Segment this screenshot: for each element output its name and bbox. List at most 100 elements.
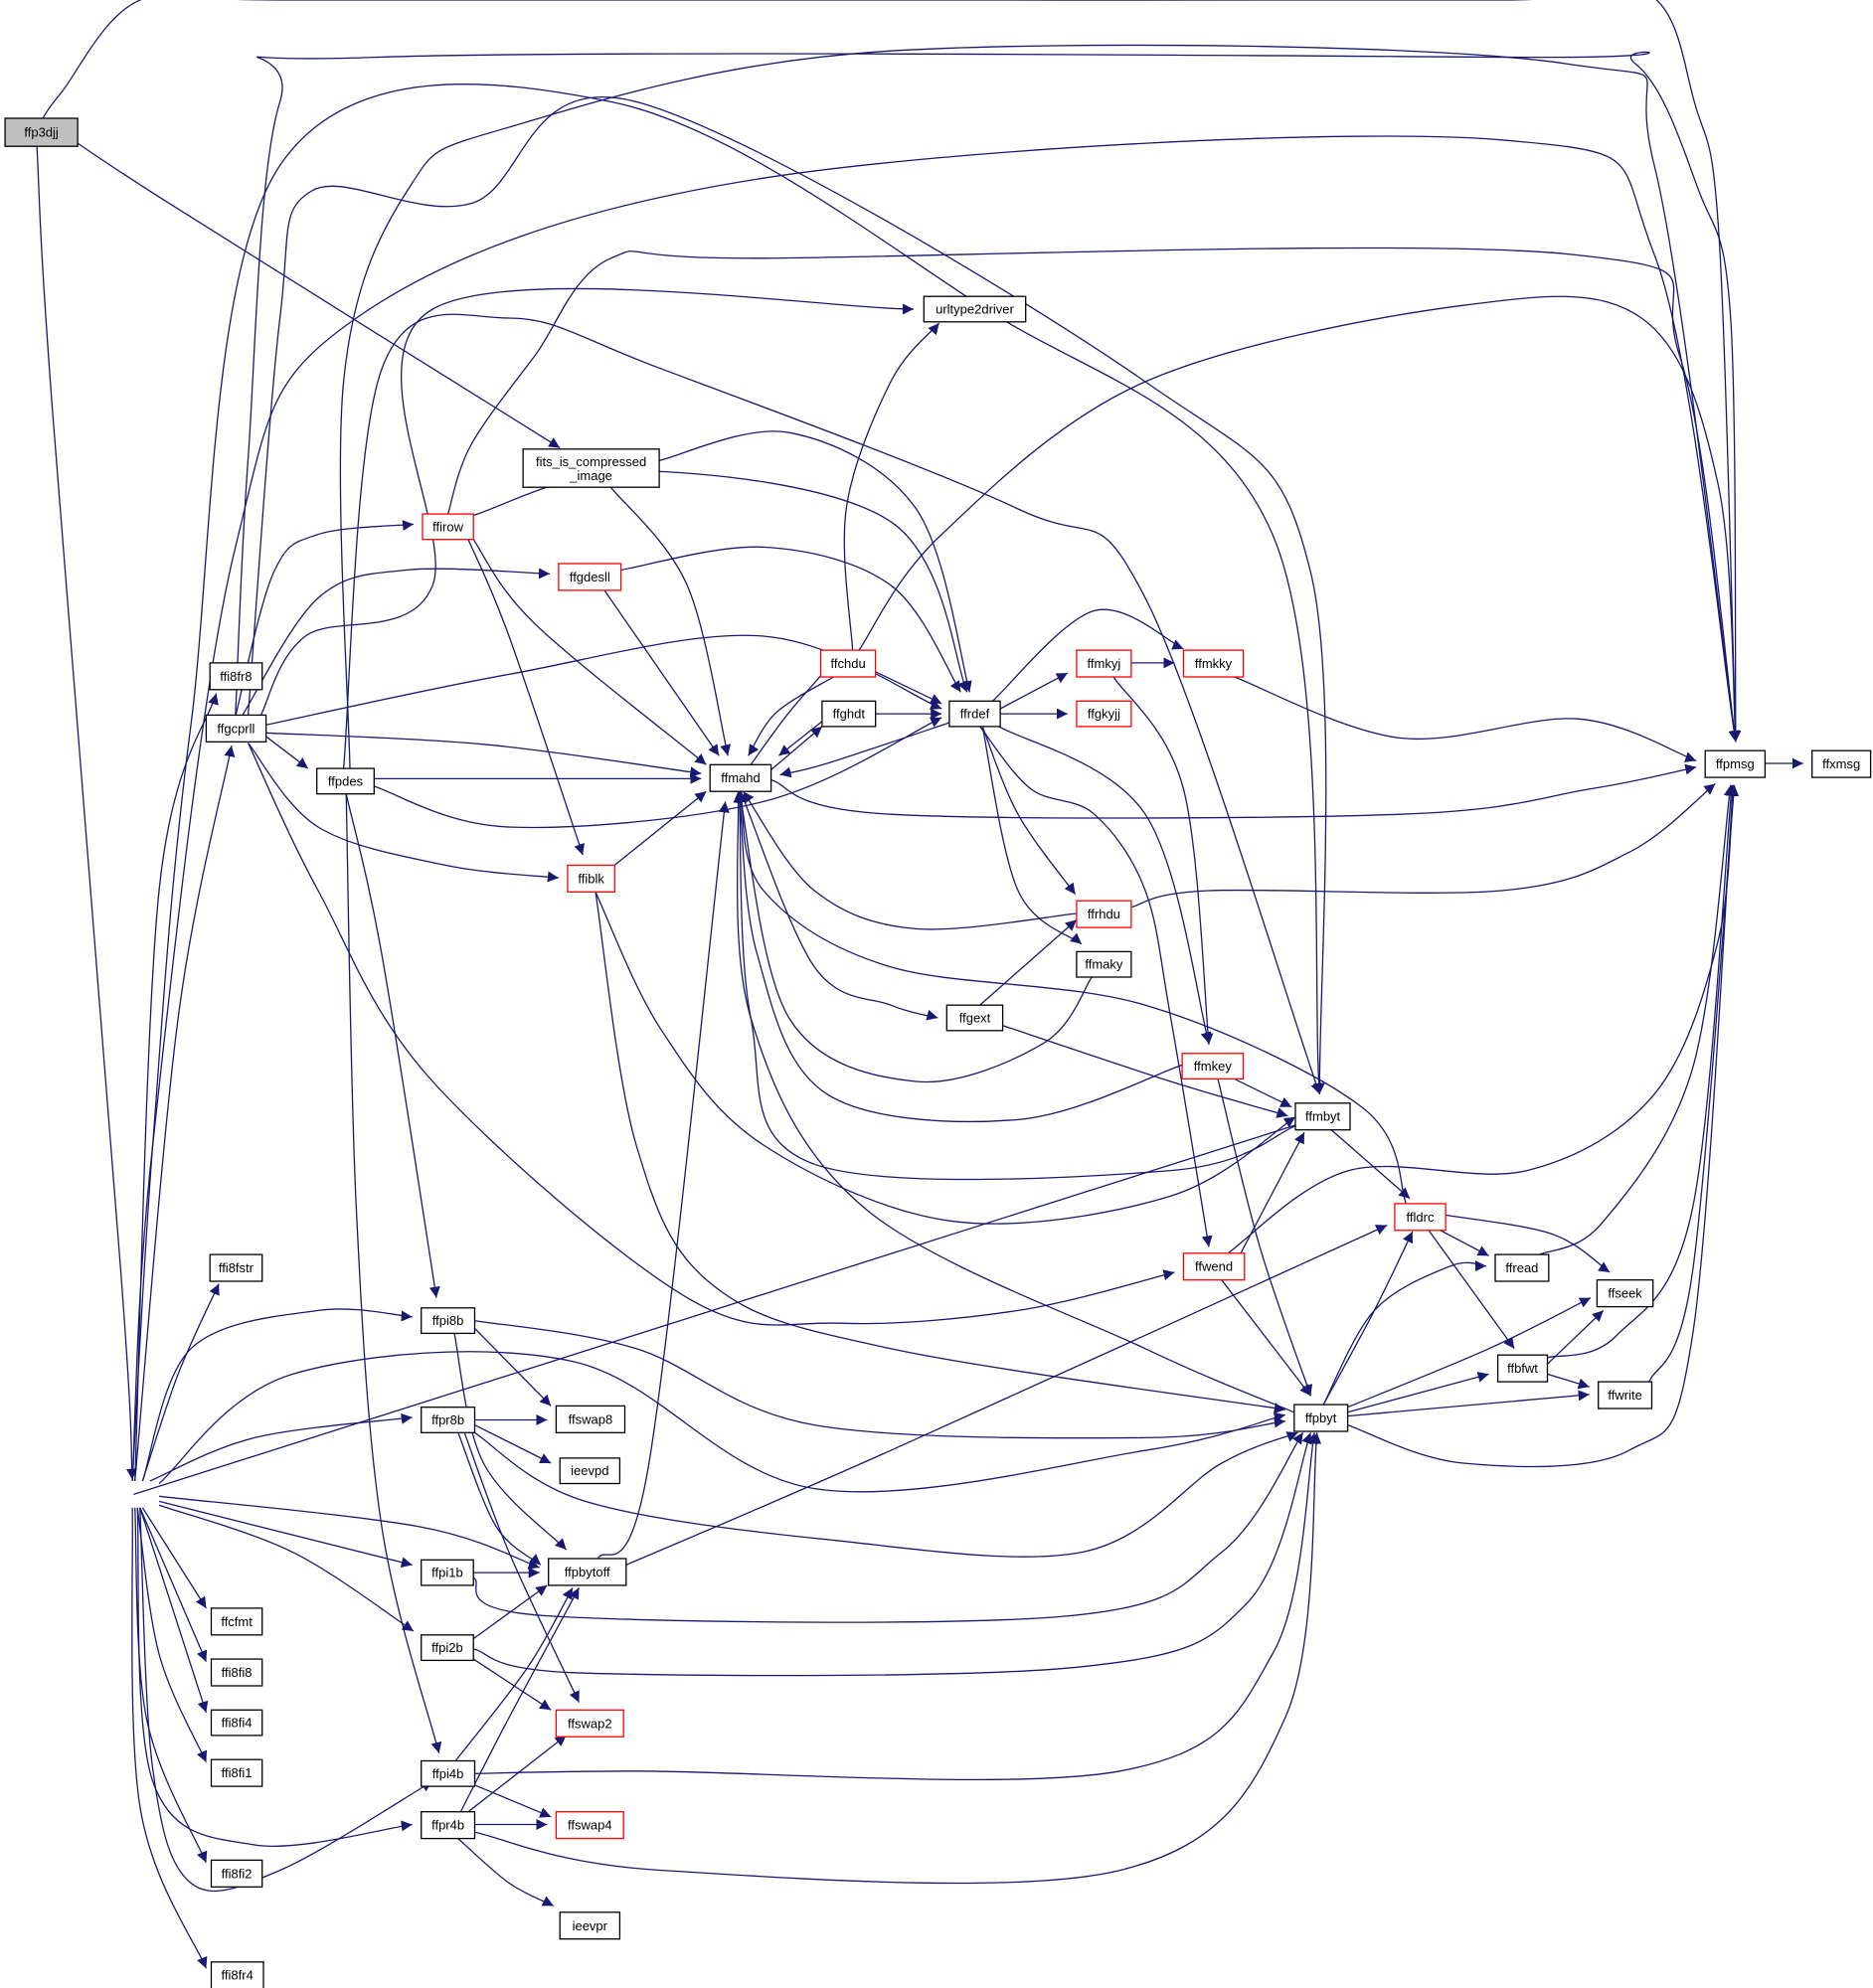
node-ffmkyj[interactable]: ffmkyj	[1076, 649, 1132, 678]
node-box-ffgext[interactable]	[945, 1004, 1004, 1032]
node-ffbfwt[interactable]: ffbfwt	[1496, 1354, 1549, 1383]
node-box-ffmkyj[interactable]	[1076, 649, 1132, 678]
node-box-ffgcprll[interactable]	[205, 714, 267, 743]
node-box-ffrhdu[interactable]	[1076, 900, 1132, 928]
edge-ffgcprll-to-ffwend	[248, 743, 1175, 1326]
node-box-ffxmsg[interactable]	[1811, 749, 1872, 778]
node-box-ffpdes[interactable]	[316, 767, 375, 795]
node-ffpr8b[interactable]: ffpr8b	[421, 1407, 476, 1433]
node-ffgkyjj[interactable]: ffgkyjj	[1076, 700, 1132, 728]
node-box-ffcfmt[interactable]	[210, 1607, 263, 1636]
node-ffiblk[interactable]: ffiblk	[567, 864, 615, 893]
node-ffi8fr8[interactable]: ffi8fr8	[209, 662, 263, 691]
node-box-ffghdt[interactable]	[821, 700, 877, 728]
node-ffi8fr4[interactable]: ffi8fr4	[210, 1961, 264, 1988]
node-box-ffmbyt[interactable]	[1294, 1102, 1351, 1131]
node-ffmbyt[interactable]: ffmbyt	[1294, 1102, 1351, 1131]
node-fits_is_compressed_image[interactable]: fits_is_compressed_image	[522, 448, 660, 488]
node-box-ffi8fi8[interactable]	[210, 1658, 263, 1687]
node-box-ffmahd[interactable]	[709, 763, 772, 792]
node-box-ffbfwt[interactable]	[1496, 1354, 1549, 1383]
node-ffpbyt[interactable]: ffpbyt	[1293, 1404, 1349, 1432]
node-ffi8fi2[interactable]: ffi8fi2	[210, 1859, 263, 1888]
node-ffxmsg[interactable]: ffxmsg	[1811, 749, 1872, 778]
node-box-ffpbytoff[interactable]	[548, 1558, 627, 1586]
node-ffgext[interactable]: ffgext	[945, 1004, 1004, 1032]
node-box-ffchdu[interactable]	[819, 649, 877, 678]
node-box-ffread[interactable]	[1494, 1253, 1550, 1282]
node-box-ffpi8b[interactable]	[421, 1307, 476, 1335]
node-ffseek[interactable]: ffseek	[1596, 1279, 1654, 1308]
node-box-ffirow[interactable]	[422, 513, 474, 541]
node-ffi8fi8[interactable]: ffi8fi8	[210, 1658, 263, 1687]
node-ffldrc[interactable]: ffldrc	[1394, 1203, 1447, 1232]
node-ffswap2[interactable]: ffswap2	[555, 1709, 624, 1738]
node-box-ffmkky[interactable]	[1182, 649, 1245, 678]
node-ffpi1b[interactable]: ffpi1b	[421, 1559, 474, 1586]
edge-ffpdes-to-ffpi4b	[345, 793, 442, 1753]
node-box-ffmaky[interactable]	[1076, 950, 1132, 978]
node-ffmkey[interactable]: ffmkey	[1181, 1053, 1245, 1080]
node-ieevpr[interactable]: ieevpr	[559, 1911, 621, 1940]
node-box-ffi8fstr[interactable]	[209, 1253, 263, 1282]
node-ffrdef[interactable]: ffrdef	[948, 700, 1001, 728]
node-box-ffiblk[interactable]	[567, 864, 615, 893]
node-box-ffswap4[interactable]	[555, 1811, 624, 1840]
node-box-ffwrite[interactable]	[1598, 1381, 1653, 1409]
node-box-ffrdef[interactable]	[948, 700, 1001, 728]
node-ffpi8b[interactable]: ffpi8b	[421, 1307, 476, 1335]
node-ffgdesll[interactable]: ffgdesll	[558, 563, 622, 591]
node-box-ffpi1b[interactable]	[421, 1559, 474, 1586]
node-box-ffpi2b[interactable]	[421, 1634, 474, 1662]
node-ffcfmt[interactable]: ffcfmt	[210, 1607, 263, 1636]
node-ffswap8[interactable]: ffswap8	[555, 1405, 626, 1433]
node-ffchdu[interactable]: ffchdu	[819, 649, 877, 678]
node-box-ffgdesll[interactable]	[558, 563, 622, 591]
node-box-urltype2driver[interactable]	[923, 295, 1027, 323]
node-box-ffpmsg[interactable]	[1704, 749, 1767, 778]
node-ffrhdu[interactable]: ffrhdu	[1076, 900, 1132, 928]
node-ffread[interactable]: ffread	[1494, 1253, 1550, 1282]
node-ffirow[interactable]: ffirow	[422, 513, 474, 541]
node-ffmahd[interactable]: ffmahd	[709, 763, 772, 792]
node-box-ffpr4b[interactable]	[421, 1811, 476, 1840]
node-ffpbytoff[interactable]: ffpbytoff	[548, 1558, 627, 1586]
node-box-ffmkey[interactable]	[1181, 1053, 1245, 1080]
node-box-ffldrc[interactable]	[1394, 1203, 1447, 1232]
node-ffgcprll[interactable]: ffgcprll	[205, 714, 267, 743]
node-box-ffwend[interactable]	[1182, 1252, 1246, 1281]
node-ffmaky[interactable]: ffmaky	[1076, 950, 1132, 978]
node-box-ffi8fr8[interactable]	[209, 662, 263, 691]
node-ffi8fi1[interactable]: ffi8fi1	[210, 1758, 263, 1787]
node-box-ffi8fi1[interactable]	[210, 1758, 263, 1787]
node-box-ffi8fi4[interactable]	[210, 1709, 263, 1737]
node-ffi8fi4[interactable]: ffi8fi4	[210, 1709, 263, 1737]
node-box-ffi8fr4[interactable]	[210, 1961, 264, 1988]
node-box-ieevpr[interactable]	[559, 1911, 621, 1940]
node-box-ffpbyt[interactable]	[1293, 1404, 1349, 1432]
node-ffwrite[interactable]: ffwrite	[1598, 1381, 1653, 1409]
node-ffswap4[interactable]: ffswap4	[555, 1811, 624, 1840]
node-ffpmsg[interactable]: ffpmsg	[1704, 749, 1767, 778]
node-box-ffpi4b[interactable]	[421, 1759, 476, 1787]
node-ffghdt[interactable]: ffghdt	[821, 700, 877, 728]
node-box-ffp3djj[interactable]	[4, 117, 79, 147]
node-box-ieevpd[interactable]	[559, 1457, 621, 1485]
node-ffpi4b[interactable]: ffpi4b	[421, 1759, 476, 1787]
node-ieevpd[interactable]: ieevpd	[559, 1457, 621, 1485]
node-ffwend[interactable]: ffwend	[1182, 1252, 1246, 1281]
node-box-ffi8fi2[interactable]	[210, 1859, 263, 1888]
node-box-ffswap2[interactable]	[555, 1709, 624, 1738]
node-box-ffpr8b[interactable]	[421, 1407, 476, 1433]
node-ffpr4b[interactable]: ffpr4b	[421, 1811, 476, 1840]
node-ffpi2b[interactable]: ffpi2b	[421, 1634, 474, 1662]
node-box-ffgkyjj[interactable]	[1076, 700, 1132, 728]
node-ffp3djj[interactable]: ffp3djj	[4, 117, 79, 147]
node-ffmkky[interactable]: ffmkky	[1182, 649, 1245, 678]
node-box-fits_is_compressed_image[interactable]	[522, 448, 660, 488]
node-box-ffswap8[interactable]	[555, 1405, 626, 1433]
node-ffi8fstr[interactable]: ffi8fstr	[209, 1253, 263, 1282]
node-box-ffseek[interactable]	[1596, 1279, 1654, 1308]
node-urltype2driver[interactable]: urltype2driver	[923, 295, 1027, 323]
node-ffpdes[interactable]: ffpdes	[316, 767, 375, 795]
